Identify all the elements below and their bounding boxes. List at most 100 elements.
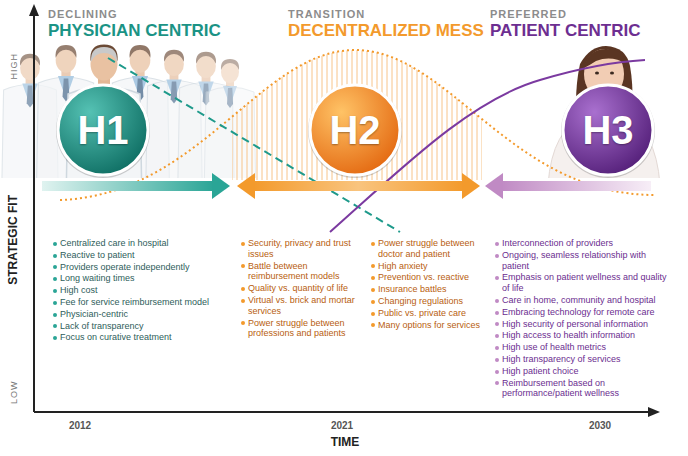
bullet-text: Power struggle between doctor and patien… [378, 238, 475, 259]
bullet-item: Long waiting times [52, 273, 232, 284]
bullet-item: Quality vs. quantity of life [240, 283, 364, 294]
bullet-item: Providers operate independently [52, 262, 232, 273]
bullet-dot [495, 346, 499, 350]
bullet-dot [241, 287, 245, 291]
bullet-text: Fee for service reimbursement model [60, 297, 209, 307]
bullet-text: Power struggle between professions and p… [248, 318, 346, 339]
bullet-text: High security of personal information [502, 319, 648, 329]
bullet-item: High cost [52, 285, 232, 296]
bullet-item: Reactive to patient [52, 250, 232, 261]
patient-eye [595, 72, 599, 75]
bullet-item: High patient choice [494, 366, 672, 377]
bullet-text: High anxiety [378, 261, 428, 271]
bullet-text: Public vs. private care [378, 308, 466, 318]
bullet-dot [241, 321, 245, 325]
x-axis [34, 411, 650, 413]
bullet-dot [53, 277, 57, 281]
patient-picture [548, 46, 660, 178]
y-axis [33, 14, 35, 412]
arrow-head [462, 173, 480, 199]
bullet-item: High transparency of services [494, 354, 672, 365]
bullet-item: Battle between reimbursement models [240, 261, 364, 283]
circle-text-box: H2 [306, 81, 404, 179]
bullet-text: Many options for services [378, 320, 480, 330]
bullet-text: High transparency of services [502, 354, 621, 364]
declining-line [108, 58, 400, 232]
bullet-dot [53, 289, 57, 293]
band-arrow [501, 181, 651, 191]
circle-shadow [561, 84, 655, 178]
bullet-text: Centralized care in hospital [60, 238, 169, 248]
bullet-dot [495, 322, 499, 326]
bullet-dot [53, 242, 57, 246]
phase-code: H3 [582, 108, 633, 153]
axis-title: STRATEGIC FIT [7, 195, 21, 285]
phase-code: H2 [329, 108, 380, 153]
bullet-list: Power struggle between doctor and patien… [370, 238, 484, 331]
bullet-item: High access to health information [494, 330, 672, 341]
band-arrow [42, 181, 214, 191]
bullet-text: High cost [60, 285, 98, 295]
bullet-text: Virtual vs. brick and mortar services [248, 295, 355, 316]
bullet-dot [371, 242, 375, 246]
year-tick: 2030 [589, 420, 611, 432]
bullet-dot [241, 299, 245, 303]
axis-arrow [29, 4, 39, 16]
circle-text-box: H1 [54, 81, 152, 179]
bullet-item: Reimbursement based on performance/patie… [494, 378, 672, 400]
circle-shadow [308, 84, 402, 178]
phase-circle: H3 [559, 81, 657, 179]
phase-circle: H1 [54, 81, 152, 179]
phase-circle: H2 [306, 81, 404, 179]
bullet-dot [53, 324, 57, 328]
doctor-hair [91, 47, 117, 62]
bullet-text: Prevention vs. reactive [378, 272, 469, 282]
bullet-text: Changing regulations [378, 296, 463, 306]
circle-fill [58, 85, 148, 175]
bullet-item: Centralized care in hospital [52, 238, 232, 249]
doctors-picture [1, 45, 256, 179]
band-arrow [253, 181, 464, 191]
bullet-text: Reimbursement based on performance/patie… [502, 378, 619, 399]
bullet-dot [495, 381, 499, 385]
axis-arrow [648, 407, 660, 417]
arrow-head [485, 173, 503, 199]
bullet-item: Prevention vs. reactive [370, 272, 484, 283]
bullet-item: Power struggle between doctor and patien… [370, 238, 484, 260]
circle-text-box: H3 [559, 81, 657, 179]
circle-shadow [56, 84, 150, 178]
bullet-dot [371, 312, 375, 316]
bullet-item: Virtual vs. brick and mortar services [240, 295, 364, 317]
bullet-dot [495, 358, 499, 362]
phase-title: DECENTRALIZED MESS [288, 21, 484, 40]
bullet-item: Embracing technology for remote care [494, 307, 672, 318]
bullet-item: Security, privacy and trust issues [240, 238, 364, 260]
bullet-dot [371, 300, 375, 304]
bullet-text: High patient choice [502, 366, 579, 376]
bullet-text: Long waiting times [60, 273, 135, 283]
bullet-dot [495, 370, 499, 374]
phase-state: TRANSITION [288, 8, 365, 21]
bullet-list: Security, privacy and trust issuesBattle… [240, 238, 364, 340]
bullet-dot [495, 242, 499, 246]
bullet-item: Ongoing, seamless relationship with pati… [494, 250, 672, 272]
bullet-item: Care in home, community and hospital [494, 295, 672, 306]
axis-title: TIME [331, 436, 360, 450]
patient-eye [610, 72, 614, 75]
bullet-text: Lack of transparency [60, 321, 144, 331]
bullet-dot [53, 313, 57, 317]
phase-title: PATIENT CENTRIC [490, 21, 640, 41]
bullet-text: Care in home, community and hospital [502, 295, 656, 305]
year-tick: 2012 [69, 420, 91, 432]
bullet-text: Interconnection of providers [502, 238, 613, 248]
bullet-item: High use of health metrics [494, 342, 672, 353]
bullet-list: Centralized care in hospitalReactive to … [52, 238, 232, 344]
bullet-item: Power struggle between professions and p… [240, 318, 364, 340]
bullet-dot [53, 265, 57, 269]
phase-state: DECLINING [48, 8, 118, 21]
bullet-item: High security of personal information [494, 319, 672, 330]
bullet-item: Interconnection of providers [494, 238, 672, 249]
bullet-text: Insurance battles [378, 284, 447, 294]
bullet-text: Emphasis on patient wellness and quality… [502, 272, 667, 293]
